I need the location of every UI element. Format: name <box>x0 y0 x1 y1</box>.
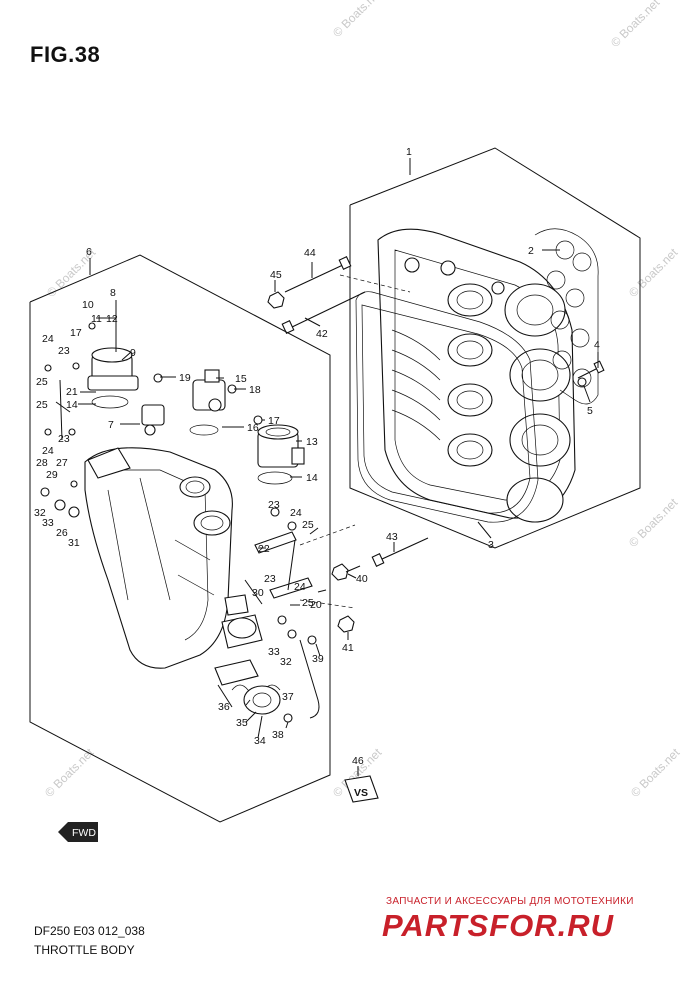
callout-23d: 23 <box>264 573 276 585</box>
callout-13: 13 <box>306 436 318 448</box>
callout-46: 46 <box>352 755 364 767</box>
callout-31: 31 <box>68 537 80 549</box>
solenoid-15 <box>192 369 226 412</box>
callout-32b: 32 <box>280 656 292 668</box>
bolt-40 <box>331 563 361 581</box>
callout-41: 41 <box>342 642 354 654</box>
fwd-label: FWD <box>72 827 96 839</box>
callout-4: 4 <box>594 339 600 351</box>
callout-26: 26 <box>56 527 68 539</box>
surge-tank-frame <box>349 147 641 549</box>
callout-44: 44 <box>304 247 316 259</box>
callout-17a: 17 <box>70 327 82 339</box>
callout-1: 1 <box>406 146 412 158</box>
throttle-drum <box>214 659 293 723</box>
callout-43: 43 <box>386 531 398 543</box>
intake-manifold <box>377 228 576 523</box>
callout-45: 45 <box>270 269 282 281</box>
callout-29: 29 <box>46 469 58 481</box>
throttle-body-housing <box>84 447 233 669</box>
bolt-4 <box>577 360 605 379</box>
small-screws <box>40 322 317 645</box>
callout-25a: 25 <box>36 376 48 388</box>
callout-23a: 23 <box>58 345 70 357</box>
callout-2: 2 <box>528 245 534 257</box>
callout-15: 15 <box>235 373 247 385</box>
callout-7: 7 <box>108 419 114 431</box>
callout-35: 35 <box>236 717 248 729</box>
callout-36: 36 <box>218 701 230 713</box>
leader-lines <box>78 158 599 776</box>
callout-39: 39 <box>312 653 324 665</box>
alignment-dashes <box>299 274 411 609</box>
callout-30: 30 <box>252 587 264 599</box>
callout-20: 20 <box>310 599 322 611</box>
gasket-2 <box>534 228 599 405</box>
part-number-callouts: 1 2 3 4 5 6 7 8 9 10 11 12 13 14 14 15 1… <box>34 146 600 767</box>
o-ring-21 <box>91 395 129 409</box>
callout-32a: 32 <box>34 507 46 519</box>
callout-38: 38 <box>272 729 284 741</box>
callout-21: 21 <box>66 386 78 398</box>
callout-25c: 25 <box>302 519 314 531</box>
callout-24c: 24 <box>290 507 302 519</box>
valve-7 <box>141 404 165 436</box>
callout-27: 27 <box>56 457 68 469</box>
bolt-44 <box>284 256 352 293</box>
manifold-gasket <box>355 291 539 523</box>
forward-arrow-icon: FWD <box>58 822 98 842</box>
callout-42: 42 <box>316 328 328 340</box>
callout-17b: 17 <box>268 415 280 427</box>
callout-8: 8 <box>110 287 116 299</box>
callout-23c: 23 <box>268 499 280 511</box>
callout-11: 11 <box>91 313 102 325</box>
callout-3: 3 <box>488 539 494 551</box>
nut-45 <box>267 291 285 309</box>
callout-24d: 24 <box>294 581 306 593</box>
callout-40: 40 <box>356 573 368 585</box>
callout-9: 9 <box>130 347 136 359</box>
shop-tagline: ЗАПЧАСТИ И АКСЕССУАРЫ ДЛЯ МОТОТЕХНИКИ <box>386 896 634 907</box>
callout-25d: 25 <box>302 597 314 609</box>
callout-24a: 24 <box>42 333 54 345</box>
svg-text:VS: VS <box>354 787 368 799</box>
callout-19: 19 <box>179 372 191 384</box>
callout-18: 18 <box>249 384 261 396</box>
o-ring-16 <box>189 424 219 436</box>
callout-14b: 14 <box>306 472 318 484</box>
shop-logo: PARTSFOR.RU <box>382 908 615 943</box>
callout-6: 6 <box>86 246 92 258</box>
callout-24b: 24 <box>42 445 54 457</box>
callout-10: 10 <box>82 299 94 311</box>
callout-12: 12 <box>106 313 118 325</box>
sensor-9 <box>87 347 139 391</box>
throttle-sensor-13 <box>257 424 305 468</box>
washer-5 <box>577 377 587 387</box>
callout-28: 28 <box>36 457 48 469</box>
nut-41 <box>337 615 355 633</box>
o-ring-14 <box>257 471 293 485</box>
bolt-42 <box>281 291 366 334</box>
callout-34: 34 <box>254 735 266 747</box>
bolt-43 <box>371 537 429 567</box>
callout-25b: 25 <box>36 399 48 411</box>
callout-33a: 33 <box>42 517 54 529</box>
figure-title: FIG.38 <box>30 42 101 67</box>
callout-14a: 14 <box>66 399 78 411</box>
callout-22: 22 <box>258 543 270 555</box>
throttle-body-frame <box>29 254 331 823</box>
model-code: DF250 E03 012_038 <box>34 924 145 938</box>
callout-16: 16 <box>247 422 259 434</box>
section-name: THROTTLE BODY <box>34 943 135 957</box>
cover-46: VS <box>344 775 379 803</box>
callout-33b: 33 <box>268 646 280 658</box>
callout-37: 37 <box>282 691 294 703</box>
callout-5: 5 <box>587 405 593 417</box>
callout-23b: 23 <box>58 433 70 445</box>
